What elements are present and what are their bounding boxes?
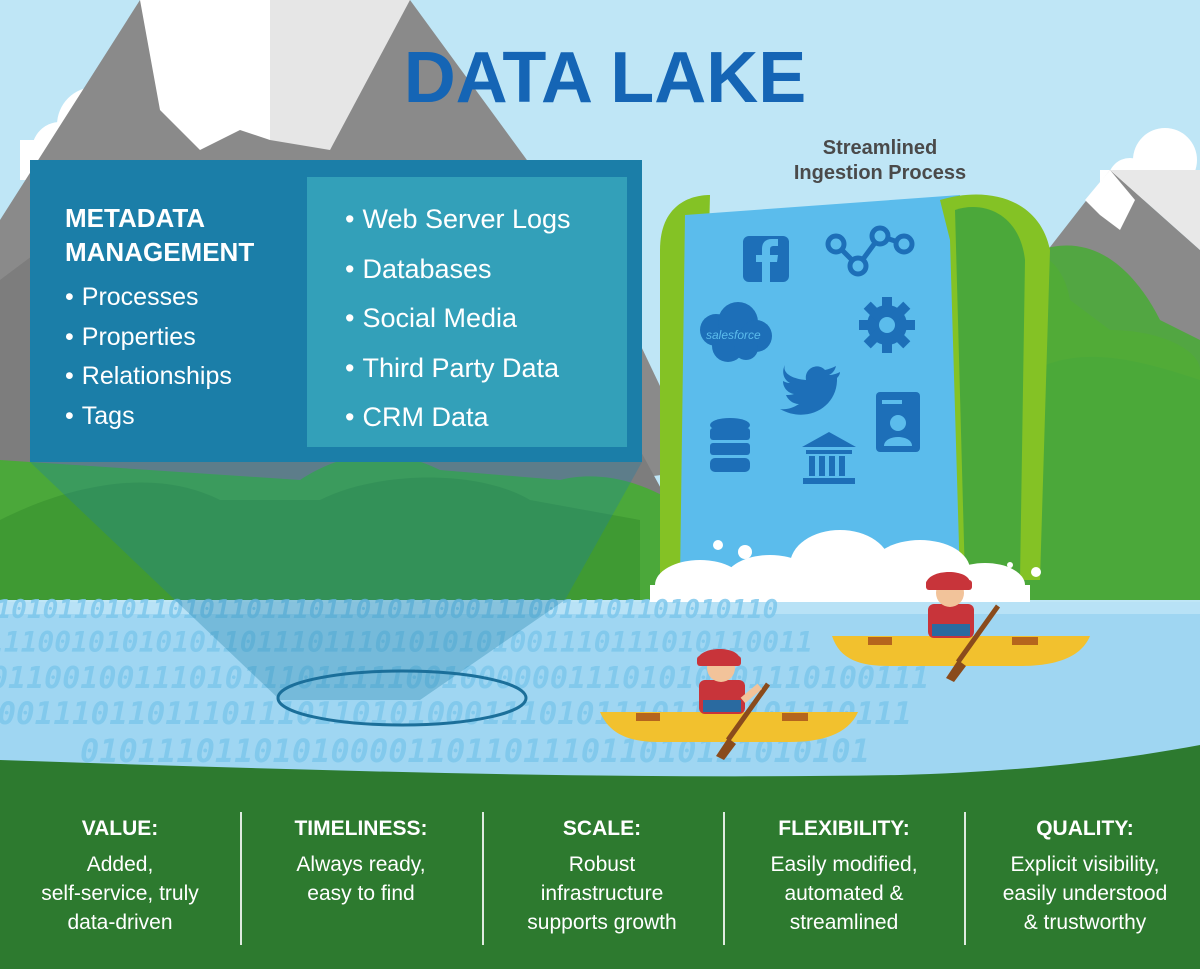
kayaker-front [600,648,858,760]
metadata-heading-line1: METADATA [65,203,206,233]
metadata-list: Processes Properties Relationships Tags [65,278,232,436]
pillar-title: SCALE: [562,817,642,840]
pillar-line: Explicit visibility, [1010,853,1160,876]
pillar-quality: QUALITY: Explicit visibility, easily und… [985,817,1185,937]
salesforce-icon-label: salesforce [706,328,761,342]
share-nodes-icon [825,225,915,277]
pillar-flexibility: FLEXIBILITY: Easily modified, automated … [744,817,944,937]
twitter-bird-icon [780,365,840,415]
source-item: Social Media [345,294,571,344]
pillar-line: & trustworthy [1023,911,1147,934]
pillar-divider [482,812,484,945]
pillar-line: Added, [86,853,154,876]
pillar-title: VALUE: [81,817,159,840]
kayaker-back [832,571,1090,682]
waterfall [660,194,1050,580]
pillar-line: self-service, truly [41,882,199,905]
source-item: Web Server Logs [345,195,570,245]
binary-row: 0101011010110101101110110101100011100111… [0,595,778,625]
pillar-divider [723,812,725,945]
id-card-icon [876,392,920,452]
pillar-scale: SCALE: Robust infrastructure supports gr… [502,817,702,937]
metadata-item: Tags [65,397,232,437]
source-item: Third Party Data [345,344,571,394]
pillar-line: Easily modified, [770,853,918,876]
metadata-item: Processes [65,278,232,318]
metadata-panel: METADATA MANAGEMENT Processes Properties… [30,160,642,462]
facebook-icon [743,236,789,282]
metadata-heading: METADATA MANAGEMENT [65,202,254,270]
pillar-divider [964,812,966,945]
lake-focus-ring [276,669,528,727]
pillar-divider [240,812,242,945]
pillar-title: TIMELINESS: [294,817,428,840]
lake [0,602,1200,792]
source-item: Databases [345,245,571,295]
pillar-line: easy to find [307,882,415,905]
gear-icon [859,297,915,353]
pillar-line: Robust [568,853,636,876]
page-title: DATA LAKE [403,38,807,118]
ingestion-label-line1: Streamlined [822,137,938,159]
ingestion-label: Streamlined Ingestion Process [760,136,1000,186]
data-sources-box: Web Server Logs Databases Social Media T… [307,177,627,447]
ingestion-icons [700,225,920,484]
pillar-title: QUALITY: [1036,817,1134,840]
binary-row: 0110010011101011101111100100000011101010… [0,661,929,696]
pillar-title: FLEXIBILITY: [778,817,910,840]
pillar-timeliness: TIMELINESS: Always ready, easy to find [261,817,461,908]
salesforce-icon [700,302,772,362]
database-icon [710,418,750,472]
pillar-line: easily understood [1002,882,1168,905]
binary-row: 1111001010101011011101110101010100111011… [0,626,813,659]
pillar-line: automated & [784,882,904,905]
source-item: CRM Data [345,393,571,443]
pillar-line: data-driven [67,911,173,934]
projection-beam [30,462,642,700]
pillar-line: supports growth [527,911,677,934]
pillar-line: Always ready, [296,853,426,876]
pillar-line: infrastructure [540,882,664,905]
grass-shore [0,745,1200,969]
pillar-value: VALUE: Added, self-service, truly data-d… [20,817,220,937]
pillar-line: streamlined [789,911,899,934]
data-sources-list: Web Server Logs Databases Social Media T… [345,195,571,443]
pillars-footer: VALUE: Added, self-service, truly data-d… [0,790,1200,969]
metadata-item: Relationships [65,357,232,397]
ingestion-label-line2: Ingestion Process [793,162,967,184]
metadata-item: Properties [65,318,232,358]
bank-building-icon [802,432,856,484]
metadata-heading-line2: MANAGEMENT [65,236,255,267]
